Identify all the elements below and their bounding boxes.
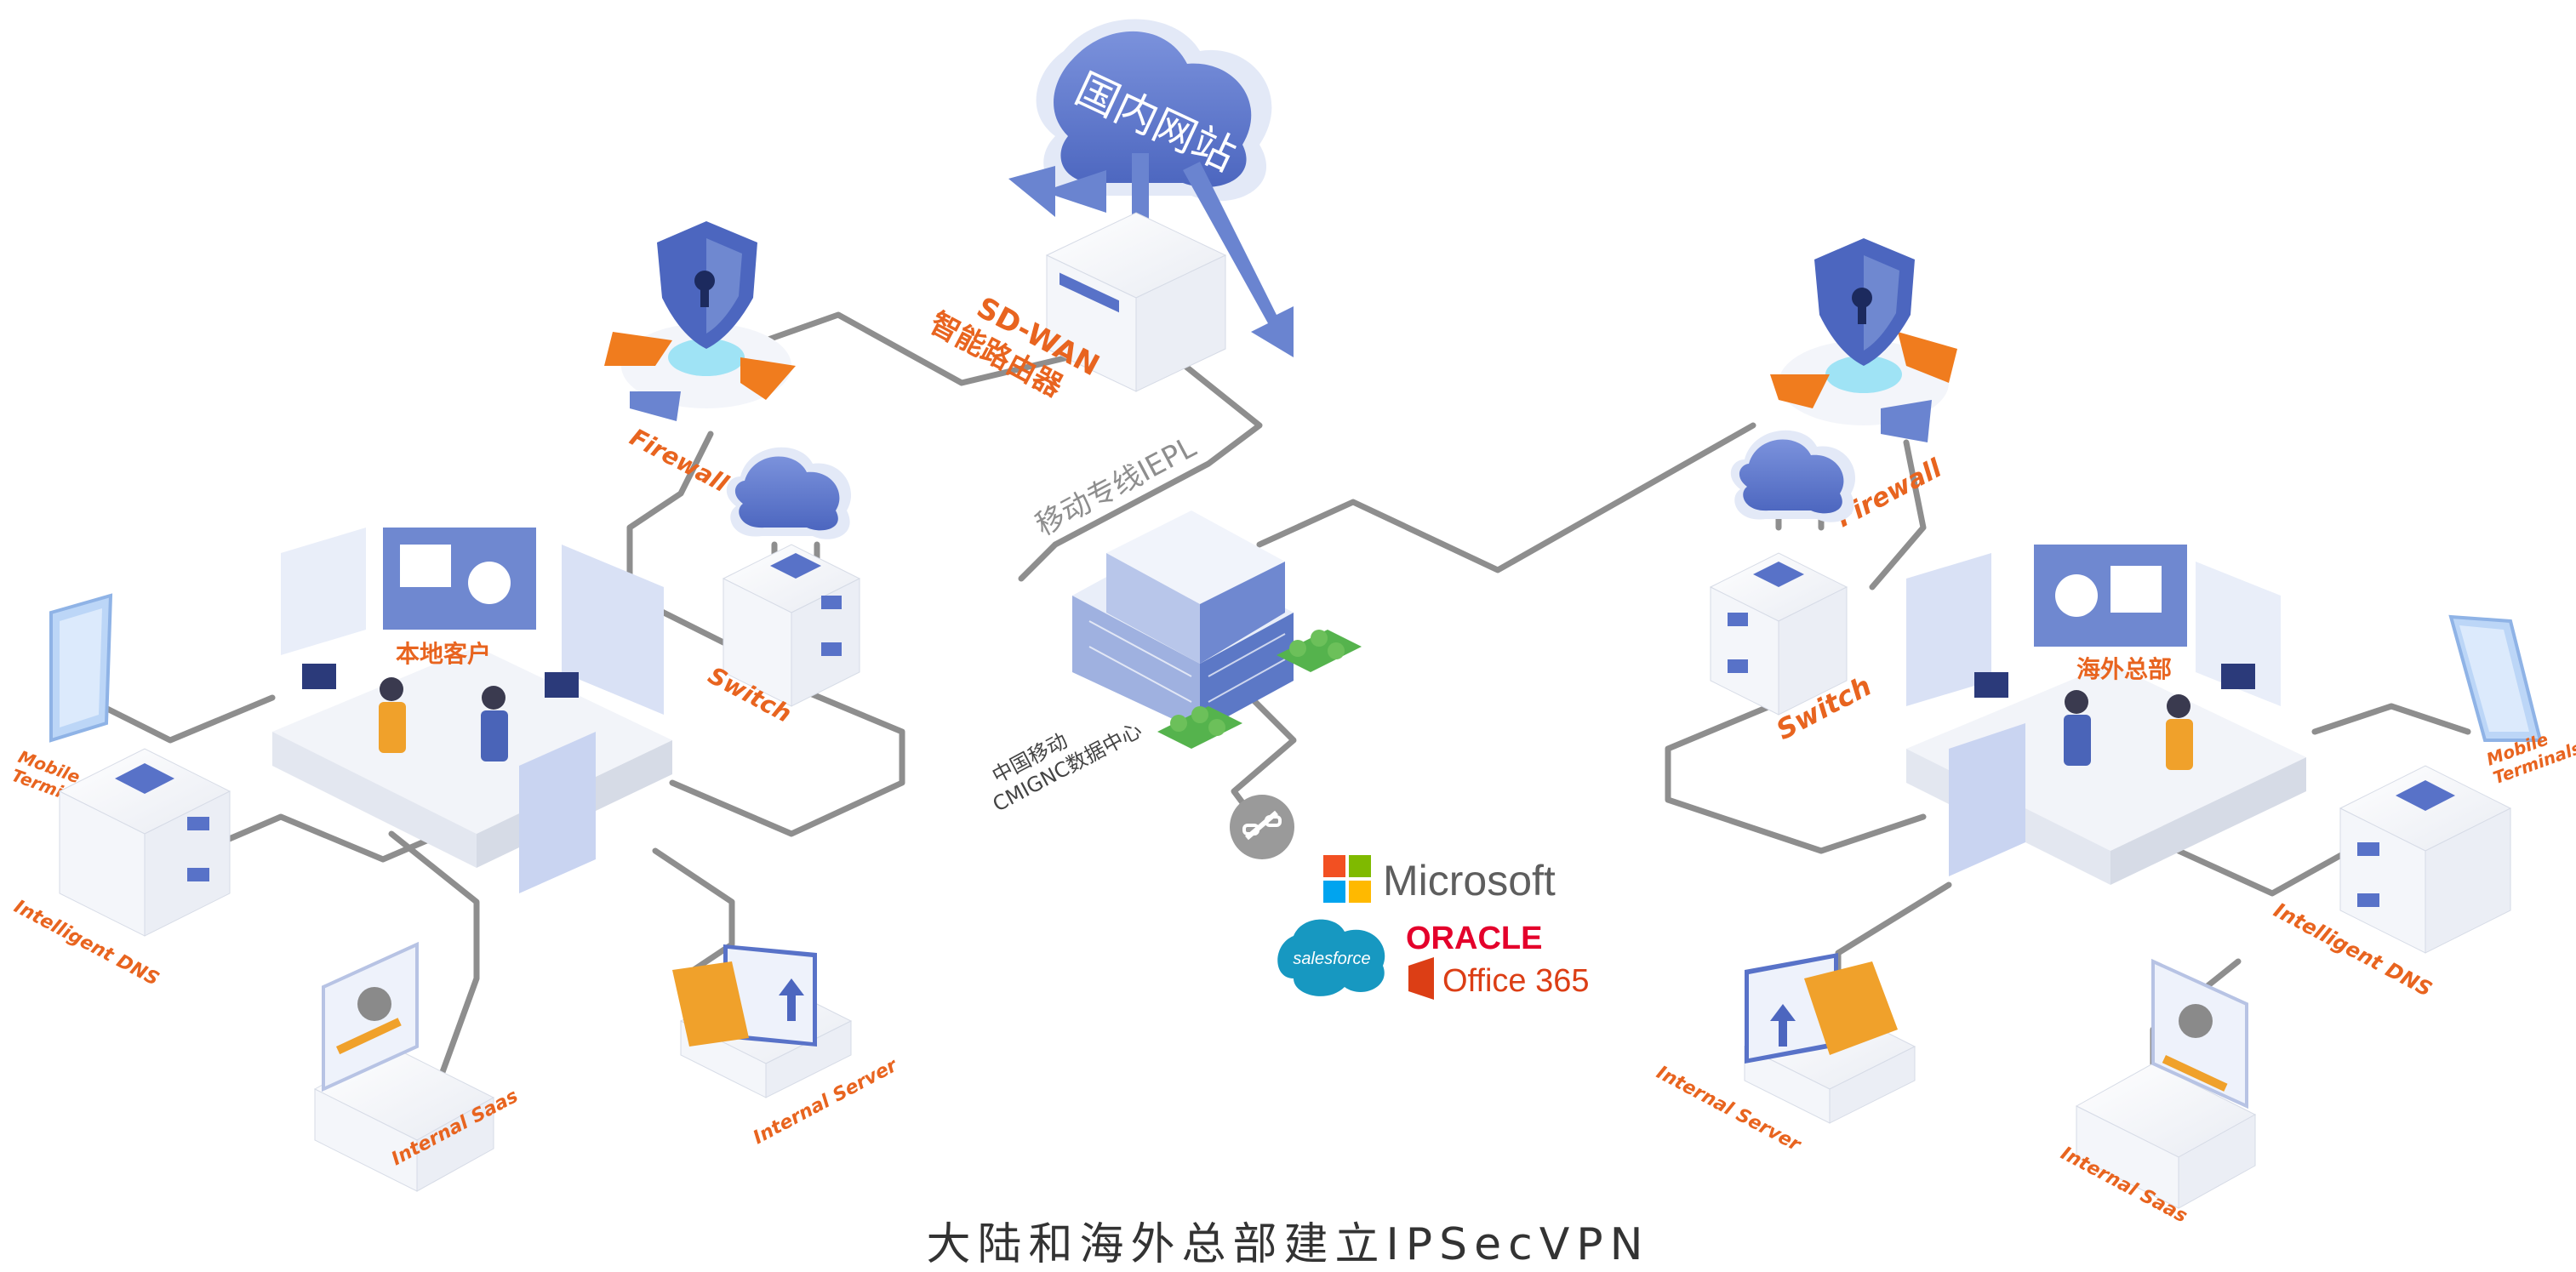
diagram-caption: 大陆和海外总部建立IPSecVPN — [926, 1219, 1650, 1270]
microsoft-label: Microsoft — [1383, 857, 1556, 904]
right-mobile-phone — [2448, 614, 2543, 742]
right-switch — [1709, 552, 1848, 716]
right-saas-laptop — [2075, 958, 2257, 1209]
salesforce-label: salesforce — [1293, 950, 1370, 968]
left-internal-server — [672, 944, 853, 1098]
left-saas-laptop — [313, 941, 495, 1192]
sdwan-router — [1045, 212, 1227, 392]
right-firewall — [1770, 238, 1957, 442]
microsoft-logo: Microsoft — [1323, 855, 1556, 904]
right-internal-server — [1743, 953, 1916, 1124]
left-office-label: 本地客户 — [396, 640, 491, 668]
right-office-label: 海外总部 — [2076, 655, 2172, 683]
left-firewall-label: Firewall — [625, 423, 734, 498]
left-dns-server — [58, 748, 231, 937]
domestic-website-cloud: 国内网站 — [1036, 19, 1272, 202]
right-dns-server — [2339, 765, 2512, 954]
oracle-label: ORACLE — [1406, 921, 1542, 956]
left-firewall — [604, 221, 796, 421]
datacenter-label: 中国移动 CMIGNC数据中心 — [988, 718, 1145, 817]
left-mobile-phone — [49, 593, 113, 743]
right-office — [1906, 545, 2306, 885]
office365-label: Office 365 — [1442, 963, 1590, 999]
salesforce-logo: salesforce — [1277, 919, 1385, 996]
link-hub-icon — [1230, 795, 1294, 859]
datacenter-building — [1072, 511, 1362, 749]
left-office — [272, 528, 672, 893]
right-small-cloud — [1730, 430, 1856, 522]
office365-logo: Office 365 — [1408, 957, 1590, 1000]
left-small-cloud — [726, 447, 852, 539]
left-switch — [722, 544, 861, 707]
